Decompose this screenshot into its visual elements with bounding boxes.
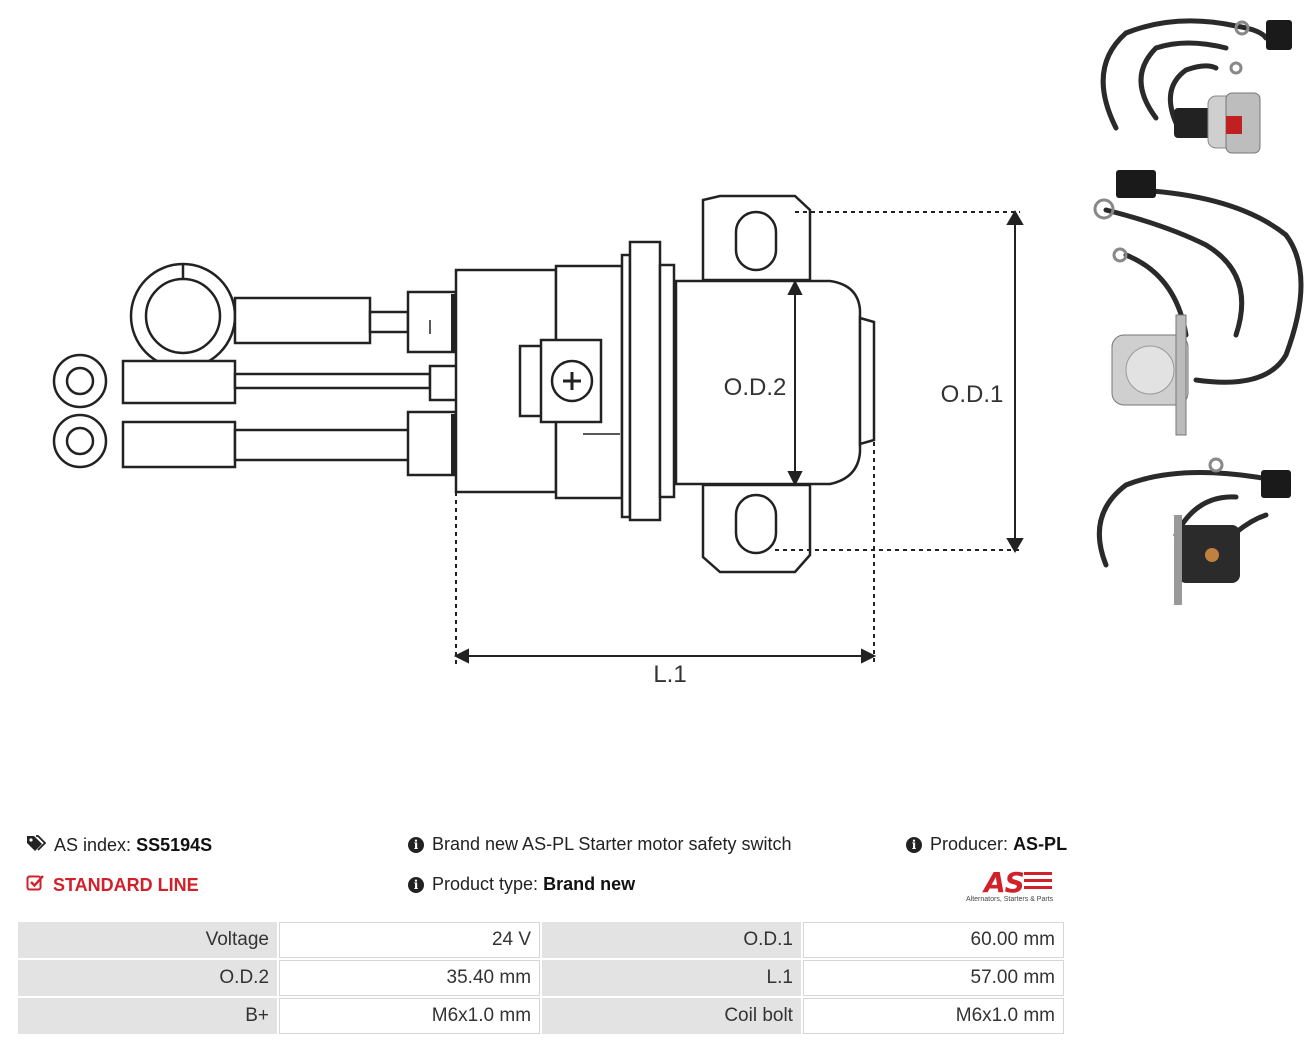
producer-value: AS-PL [1013, 834, 1068, 854]
od1-label: O.D.1 [941, 381, 1004, 408]
standard-line-label: STANDARD LINE [53, 875, 199, 895]
spec-value: M6x1.0 mm [279, 998, 541, 1034]
specs-table: Voltage 24 V O.D.1 60.00 mm O.D.2 35.40 … [16, 920, 1066, 1036]
technical-drawing: O.D.2 O.D.1 L.1 [52, 194, 1024, 688]
producer-label: Producer: [930, 834, 1009, 854]
od2-label: O.D.2 [724, 374, 787, 401]
spec-key: O.D.2 [18, 960, 278, 996]
spec-value: M6x1.0 mm [802, 998, 1064, 1034]
standard-line-row: STANDARD LINE [26, 874, 199, 897]
as-index-label: AS index: [54, 835, 132, 855]
product-type-value: Brand new [543, 874, 636, 894]
spec-key: L.1 [542, 960, 801, 996]
table-row: B+ M6x1.0 mm Coil bolt M6x1.0 mm [18, 998, 1064, 1034]
tags-icon [26, 834, 47, 857]
screw-cross-icon [563, 372, 581, 390]
product-photo-2 [1093, 170, 1304, 436]
as-logo: AS Alternators, Starters & Parts [962, 866, 1072, 906]
spec-value: 60.00 mm [802, 922, 1064, 958]
l1-label: L.1 [653, 661, 686, 688]
logo-tagline: Alternators, Starters & Parts [966, 896, 1054, 903]
spec-value: 35.40 mm [279, 960, 541, 996]
product-type-row: i Product type: Brand new [408, 874, 635, 895]
product-photo-1 [1100, 18, 1292, 154]
table-row: Voltage 24 V O.D.1 60.00 mm [18, 922, 1064, 958]
description-row: i Brand new AS-PL Starter motor safety s… [408, 834, 791, 855]
check-square-icon [26, 874, 45, 897]
info-icon: i [906, 836, 922, 853]
info-icon: i [408, 876, 424, 893]
spec-value: 24 V [279, 922, 541, 958]
spec-key: Coil bolt [542, 998, 801, 1034]
product-photo-3 [1096, 457, 1291, 605]
logo-brand: AS [984, 866, 1025, 899]
as-index-row: AS index: SS5194S [26, 834, 212, 857]
spec-key: O.D.1 [542, 922, 801, 958]
spec-key: Voltage [18, 922, 278, 958]
table-row: O.D.2 35.40 mm L.1 57.00 mm [18, 960, 1064, 996]
info-icon: i [408, 836, 424, 853]
as-index-value: SS5194S [136, 835, 213, 855]
product-type-label: Product type: [432, 874, 539, 894]
product-description: Brand new AS-PL Starter motor safety swi… [432, 834, 792, 854]
producer-row: i Producer: AS-PL [906, 834, 1067, 855]
spec-value: 57.00 mm [802, 960, 1064, 996]
spec-key: B+ [18, 998, 278, 1034]
